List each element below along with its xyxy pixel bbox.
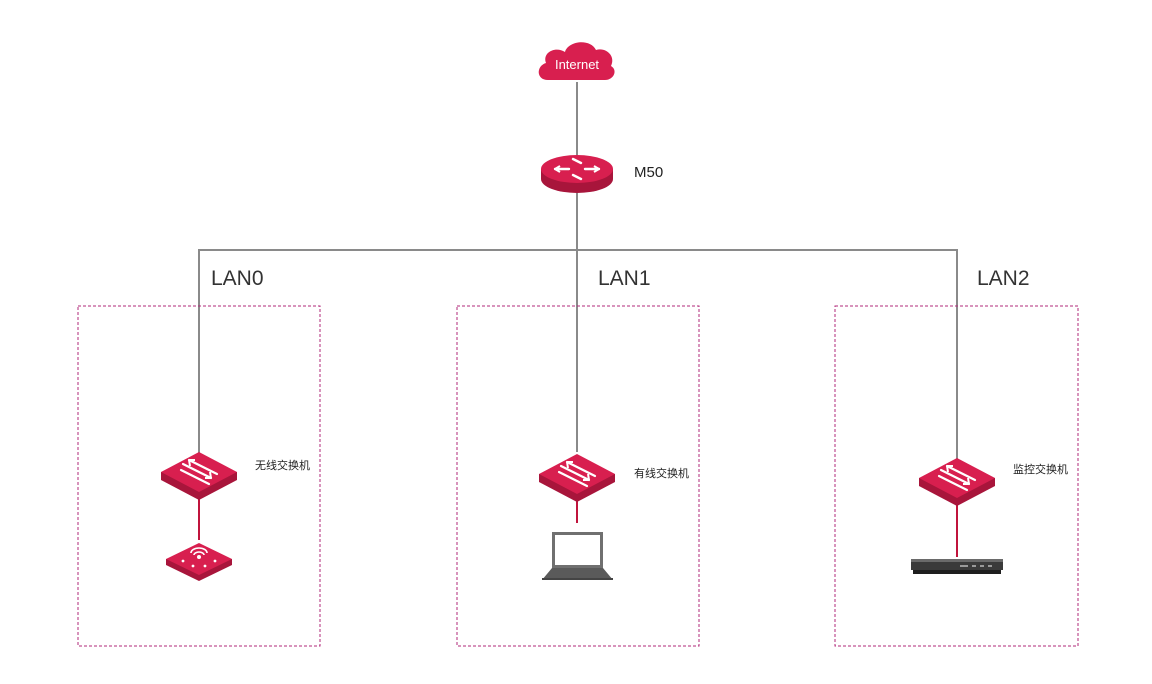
lan-zones [77, 305, 1079, 647]
router-icon [541, 155, 613, 193]
router-label: M50 [634, 164, 663, 181]
internet-cloud-icon: Internet [538, 42, 615, 80]
lan2-switch-label: 监控交换机 [1013, 462, 1068, 476]
lan1-switch-label: 有线交换机 [634, 466, 689, 480]
router-lan0-link [198, 249, 577, 455]
lan2-zone [834, 305, 1079, 647]
lan2-label: LAN2 [977, 267, 1030, 290]
wireless-ap-icon [166, 543, 232, 581]
lan1-zone [456, 305, 700, 647]
lan0-switch-icon [159, 450, 239, 502]
laptop-icon [542, 532, 613, 580]
router-lan2-link [577, 249, 958, 459]
lan2-switch-icon [917, 456, 997, 508]
lan1-switch-icon [537, 452, 617, 504]
lan0-zone [77, 305, 321, 647]
lan0-switch-label: 无线交换机 [255, 458, 310, 472]
lan1-label: LAN1 [598, 267, 651, 290]
internet-label: Internet [555, 57, 599, 72]
trunk-lines [198, 82, 958, 459]
lan0-label: LAN0 [211, 267, 264, 290]
nvr-icon [911, 559, 1003, 574]
